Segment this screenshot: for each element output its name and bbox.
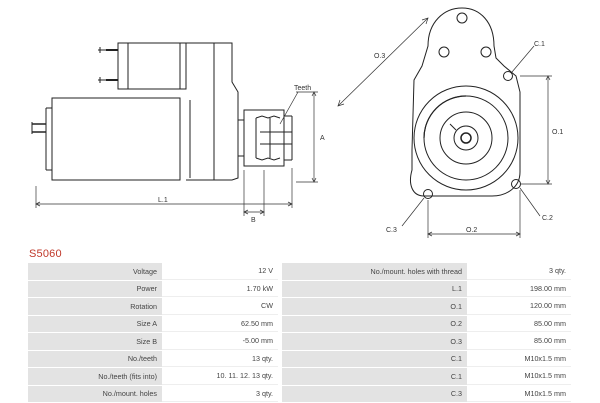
spec-value: CW [162,298,278,315]
label-c1: C.1 [534,41,545,48]
spec-label: C.1 [282,368,467,385]
label-teeth: Teeth [294,85,311,92]
spec-label: Voltage [28,263,162,280]
front-view [410,7,521,199]
spec-row: Size A 62.50 mm O.2 85.00 mm [28,315,571,332]
part-number: S5060 [29,248,62,260]
spec-label: Size A [28,315,162,332]
spec-label: O.2 [282,315,467,332]
spec-gap [278,280,282,297]
spec-value: -5.00 mm [162,333,278,350]
label-b: B [251,217,256,224]
label-c2: C.2 [542,215,553,222]
spec-row: Size B -5.00 mm O.3 85.00 mm [28,333,571,350]
spec-label: No./mount. holes [28,385,162,402]
label-c3: C.3 [386,227,397,234]
spec-label: O.3 [282,333,467,350]
spec-row: Voltage 12 V No./mount. holes with threa… [28,263,571,280]
spec-value: 10. 11. 12. 13 qty. [162,368,278,385]
spec-value: M10x1.5 mm [467,350,571,367]
label-a: A [320,135,325,142]
spec-value: 198.00 mm [467,280,571,297]
label-l1: L.1 [158,197,168,204]
label-o2: O.2 [466,227,477,234]
spec-label: Size B [28,333,162,350]
front-view-dimensions [337,17,552,238]
spec-label: No./teeth (fits into) [28,368,162,385]
spec-label: Rotation [28,298,162,315]
side-view [31,42,293,181]
spec-value: 120.00 mm [467,298,571,315]
spec-label: L.1 [282,280,467,297]
spec-value: 12 V [162,263,278,280]
spec-gap [278,315,282,332]
spec-value: M10x1.5 mm [467,368,571,385]
spec-label: C.3 [282,385,467,402]
spec-value: 13 qty. [162,350,278,367]
spec-label: Power [28,280,162,297]
spec-row: No./mount. holes 3 qty. C.3 M10x1.5 mm [28,385,571,402]
spec-value: 85.00 mm [467,315,571,332]
spec-value: 1.70 kW [162,280,278,297]
label-o3: O.3 [374,53,385,60]
spec-row: Power 1.70 kW L.1 198.00 mm [28,280,571,297]
spec-label: O.1 [282,298,467,315]
spec-label: No./mount. holes with thread [282,263,467,280]
spec-value: 62.50 mm [162,315,278,332]
spec-gap [278,298,282,315]
label-o1: O.1 [552,129,563,136]
spec-gap [278,350,282,367]
spec-gap [278,333,282,350]
spec-gap [278,385,282,402]
side-view-dimensions [35,91,318,216]
spec-row: Rotation CW O.1 120.00 mm [28,298,571,315]
spec-label: C.1 [282,350,467,367]
spec-label: No./teeth [28,350,162,367]
spec-value: 3 qty. [467,263,571,280]
spec-gap [278,368,282,385]
specs-table: Voltage 12 V No./mount. holes with threa… [28,262,571,403]
spec-row: No./teeth (fits into) 10. 11. 12. 13 qty… [28,368,571,385]
spec-value: 85.00 mm [467,333,571,350]
spec-row: No./teeth 13 qty. C.1 M10x1.5 mm [28,350,571,367]
technical-drawing: Teeth A B L.1 O.1 O.2 O.3 C.1 C.2 C.3 [31,7,563,238]
spec-gap [278,263,282,280]
